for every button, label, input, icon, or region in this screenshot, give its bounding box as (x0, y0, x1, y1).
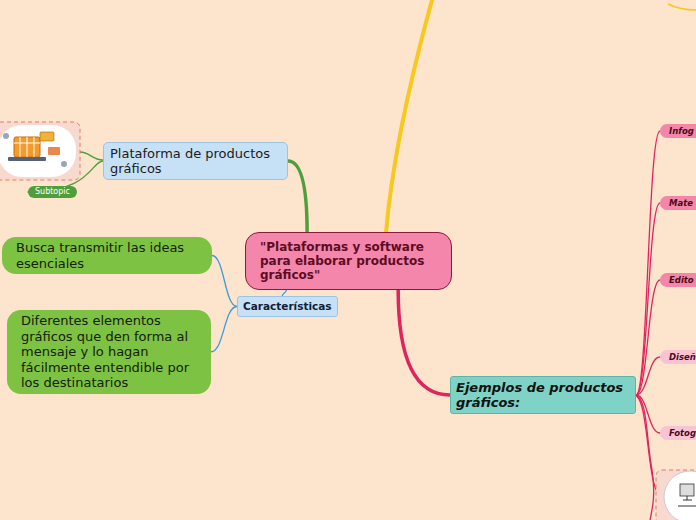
branch-connector (636, 357, 660, 395)
image-ground (664, 471, 696, 520)
card-icon (40, 132, 54, 141)
topic-box: Ejemplos de productos gráficos: (450, 376, 636, 414)
node-text: Características (243, 300, 332, 313)
box-icon (48, 147, 60, 155)
topic-box: Características (237, 296, 338, 317)
node-text: Plataforma de productos gráficos (110, 146, 281, 176)
branch-connector (288, 161, 307, 232)
shop-icon (14, 137, 40, 157)
node-text: "Plataformas y software para elaborar pr… (260, 240, 437, 282)
subtopic-pill: Subtopic (28, 186, 77, 198)
branch-connector (211, 307, 237, 352)
branch-connector (398, 290, 450, 395)
central-topic: "Plataformas y software para elaborar pr… (245, 232, 452, 290)
branch-connector (212, 256, 237, 307)
leaf-box: Fotog (660, 426, 696, 440)
node-text: Edito (669, 274, 696, 286)
branch-line (386, 0, 432, 233)
node-text: Fotog (669, 427, 696, 439)
node-text: Subtopic (35, 187, 70, 197)
leaf-box: Infog (660, 124, 696, 138)
idea-box: Diferentes elementos gráficos que den fo… (7, 310, 211, 394)
node-text: Ejemplos de productos gráficos: (456, 380, 630, 410)
laptop-base (8, 157, 46, 161)
branch-connector (636, 131, 660, 395)
image-ground (0, 125, 76, 177)
leader-line (80, 152, 103, 160)
computer-icon (680, 484, 694, 496)
dot-icon (3, 133, 9, 139)
node-text: Diseñ (669, 351, 696, 363)
leaf-box: Edito (660, 273, 696, 287)
leaf-box: Mate (660, 196, 696, 210)
topic-box: Plataforma de productos gráficos (103, 142, 288, 180)
image-frame (0, 122, 80, 180)
branch-connector (636, 395, 660, 433)
dot-icon (61, 161, 67, 167)
computer-icon (678, 496, 696, 506)
node-text: Diferentes elementos gráficos que den fo… (21, 313, 197, 391)
node-text: Mate (669, 197, 696, 209)
branch-line (668, 4, 696, 10)
node-text: Infog (669, 125, 696, 137)
branch-connector (636, 203, 660, 395)
node-text: Busca transmitir las ideas esenciales (16, 240, 198, 271)
leaf-box: Diseñ (660, 350, 696, 364)
shop-icon (14, 137, 40, 157)
branch-connector (636, 280, 660, 395)
idea-box: Busca transmitir las ideas esenciales (2, 237, 212, 274)
